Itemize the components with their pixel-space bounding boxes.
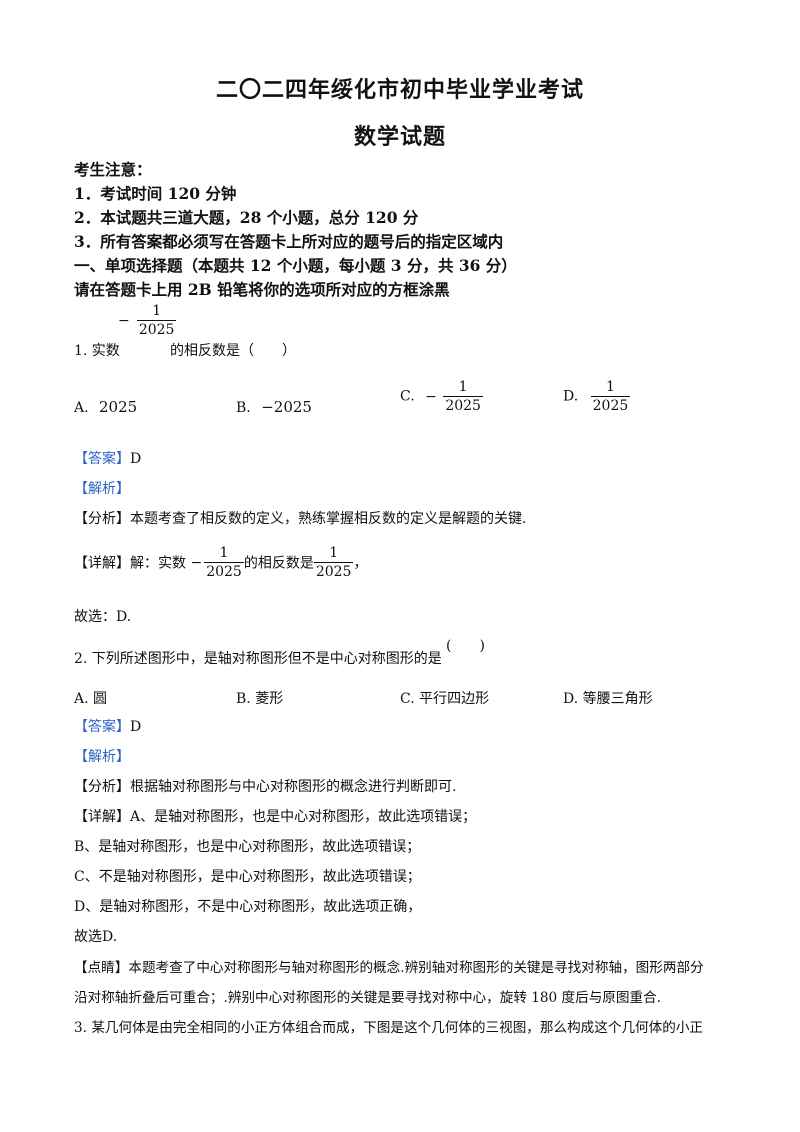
q2-analysis-tag: 【解析】 [74,746,130,766]
fraction-bar [136,320,177,321]
fraction-denominator: 2025 [138,322,175,338]
answer-tag: 【答案】 [74,451,130,467]
fraction-numerator: 1 [606,379,615,395]
fraction: 1 2025 [313,544,354,581]
q2-conclusion: 故选D. [74,929,118,945]
section-heading: 一、单项选择题（本题共 12 个小题，每小题 3 分，共 36 分） [74,256,517,275]
q2-detail-line: B、是轴对称图形，也是中心对称图形，故此选项错误； [74,839,421,855]
fraction: 1 2025 [136,302,177,339]
answer-tag: 【答案】 [74,719,130,735]
fraction-denominator: 2025 [592,398,629,414]
q1-conclusion: 故选：D. [74,609,132,625]
minus-sign: − [118,312,130,329]
section-instruction: 请在答题卡上用 2B 铅笔将你的选项所对应的方框涂黑 [74,280,450,299]
fraction-bar [204,562,244,563]
answer-value: D [130,719,142,735]
minus-sign: − [425,388,437,405]
fraction: 1 2025 [204,544,244,581]
fraction-denominator: 2025 [445,398,481,414]
minus-sign: − [190,554,203,571]
fraction-numerator: 1 [152,303,162,319]
q1-detail: 【详解】解：实数 − 1 2025 的相反数是 1 2025 ， [74,544,367,581]
notice-item: 1．考试时间 120 分钟 [74,184,237,203]
fenxi-tag: 【分析】 [74,779,130,795]
q1-fenxi: 【分析】本题考查了相反数的定义，熟练掌握相反数的定义是解题的关键. [74,508,526,528]
q1-option-d: D. 1 2025 [563,378,631,415]
fraction-bar [313,562,354,563]
fraction-bar [443,396,483,397]
detail-mid: 的相反数是 [243,555,314,572]
notice-heading: 考生注意： [74,160,152,179]
fraction-denominator: 2025 [206,564,242,580]
notice-item: 2．本试题共三道大题，28 个小题，总分 120 分 [74,208,419,227]
q2-fenxi: 【分析】根据轴对称图形与中心对称图形的概念进行判断即可. [74,776,456,796]
detail-prefix: 解：实数 [130,555,186,572]
analysis-tag: 【解析】 [74,481,130,497]
q2-paren: ( ) [446,638,485,654]
notice-item: 3．所有答案都必须写在答题卡上所对应的题号后的指定区域内 [74,232,504,251]
fraction-numerator: 1 [458,379,468,395]
q3-stem: 3. 某几何体是由完全相同的小正方体组合而成，下图是这个几何体的三视图，那么构成… [74,1020,704,1036]
detail-end: ， [353,555,368,572]
q1-option-a: A. 2025 [74,398,137,416]
q1-fraction: − 1 2025 [118,302,177,339]
fraction-numerator: 1 [329,545,339,561]
option-value: 2025 [99,398,138,416]
q1-option-c: C. − 1 2025 [400,378,483,415]
exam-title: 二〇二四年绥化市初中毕业学业考试 [215,77,584,103]
q1-prefix: 1. 实数 [74,343,120,359]
fenxi-text: 本题考查了相反数的定义，熟练掌握相反数的定义是解题的关键. [130,511,527,527]
detail-tag: 【详解】 [74,809,130,825]
answer-value: D [130,451,142,467]
fraction-denominator: 2025 [315,564,352,580]
fenxi-text: 根据轴对称图形与中心对称图形的概念进行判断即可. [130,779,457,795]
fraction-numerator: 1 [219,545,229,561]
dianjing-text: 本题考查了中心对称图形与轴对称图形的概念.辨别轴对称图形的关键是寻找对称轴，图形… [128,960,704,976]
detail-tag: 【详解】 [74,555,130,572]
q2-detail-line: C、不是轴对称图形，是中心对称图形，故此选项错误； [74,869,421,885]
analysis-tag: 【解析】 [74,749,130,765]
q1-option-b: B. −2025 [236,398,312,416]
q2-option-a: A. 圆 [74,691,108,707]
q2-option-b: B. 菱形 [236,691,284,707]
option-label: D. [563,388,579,405]
q2-dianjing-line: 沿对称轴折叠后可重合；.辨别中心对称图形的关键是要寻找对称中心，旋转 180 度… [74,990,661,1006]
exam-subtitle: 数学试题 [353,124,446,150]
q2-stem: 2. 下列所述图形中，是轴对称图形但不是中心对称图形的是 [74,651,442,667]
detail-line: A、是轴对称图形，也是中心对称图形，故此选项错误； [130,809,477,825]
option-label: C. [400,388,415,405]
q1-analysis-tag: 【解析】 [74,478,130,498]
option-value: −2025 [261,398,312,416]
fraction: 1 2025 [443,378,483,415]
fraction-bar [590,396,631,397]
fenxi-tag: 【分析】 [74,511,130,527]
q1-answer: 【答案】D [74,448,141,468]
q1-suffix: 的相反数是（ ） [170,343,296,359]
q2-detail-line: D、是轴对称图形，不是中心对称图形，故此选项正确， [74,899,422,915]
q2-dianjing: 【点睛】本题考查了中心对称图形与轴对称图形的概念.辨别轴对称图形的关键是寻找对称… [74,956,704,976]
q2-answer: 【答案】D [74,716,141,736]
q2-option-d: D. 等腰三角形 [563,691,653,707]
q2-detail: 【详解】A、是轴对称图形，也是中心对称图形，故此选项错误； [74,806,476,826]
dianjing-tag: 【点睛】 [74,960,129,976]
q2-option-c: C. 平行四边形 [400,691,490,707]
fraction: 1 2025 [590,378,631,415]
option-label: A. [74,400,89,416]
option-label: B. [236,400,251,416]
